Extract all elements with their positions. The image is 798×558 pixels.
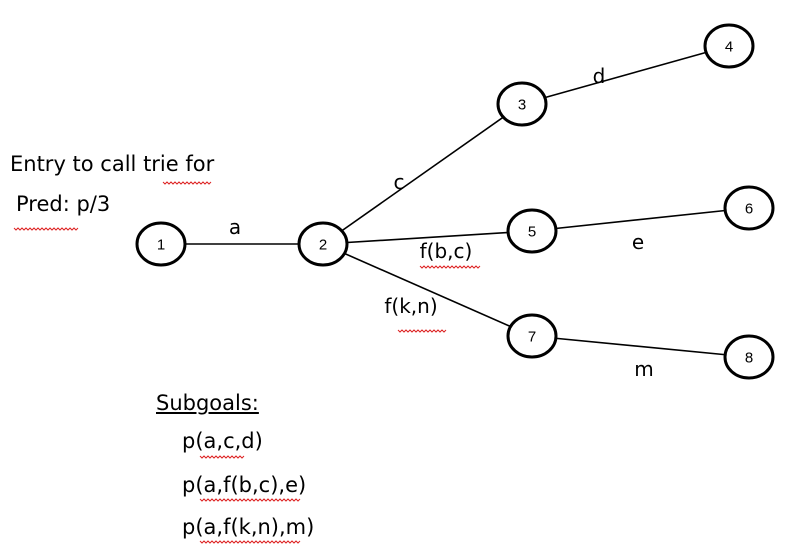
node-6 [723,185,775,231]
spellcheck-underlines [13,181,481,544]
spellcheck-squiggle [397,329,447,333]
spellcheck-squiggle [199,498,301,502]
node-label-6: 6 [745,201,753,218]
node-1 [135,221,187,267]
edge-label-1-2: a [229,215,241,239]
node-label-1: 1 [157,237,165,254]
node-7 [506,313,558,359]
node-5 [506,208,558,254]
node-label-3: 3 [518,97,526,114]
spellcheck-squiggle [199,455,245,459]
node-label-8: 8 [745,350,753,367]
entry-text-line2: Pred: p/3 [16,192,111,216]
edge-2-5 [322,230,533,245]
node-label-5: 5 [528,224,536,241]
node-8 [723,334,775,380]
node-3 [496,81,548,127]
edge-3-4 [521,45,730,105]
entry-text-line1: Entry to call trie for [10,152,215,176]
node-2 [297,221,349,267]
edge-label-2-7: f(k,n) [384,294,437,318]
edge-label-2-3: c [394,170,405,194]
edges-layer: a c d f(b,c) e f(k,n) m [161,45,750,381]
spellcheck-squiggle [13,227,79,231]
spellcheck-squiggle [199,540,301,544]
node-label-7: 7 [528,329,536,346]
edge-7-8 [531,335,750,358]
edge-label-2-5: f(b,c) [420,239,473,263]
subgoal-item: p(a,c,d) [182,429,263,453]
subgoals-title: Subgoals: [156,391,259,415]
nodes-layer: 1 2 3 4 5 6 7 8 [135,23,775,380]
subgoal-item: p(a,f(b,c),e) [182,473,307,497]
node-label-2: 2 [319,237,327,254]
node-label-4: 4 [725,39,733,56]
edge-2-7 [322,243,533,337]
spellcheck-squiggle [162,181,212,185]
edge-label-7-8: m [634,357,653,381]
subgoal-item: p(a,f(k,n),m) [182,515,315,539]
edge-label-5-6: e [632,230,644,254]
edge-2-3 [322,103,523,245]
node-4 [703,23,755,69]
spellcheck-squiggle [419,265,481,269]
edge-5-6 [531,207,750,232]
edge-label-3-4: d [593,64,606,88]
